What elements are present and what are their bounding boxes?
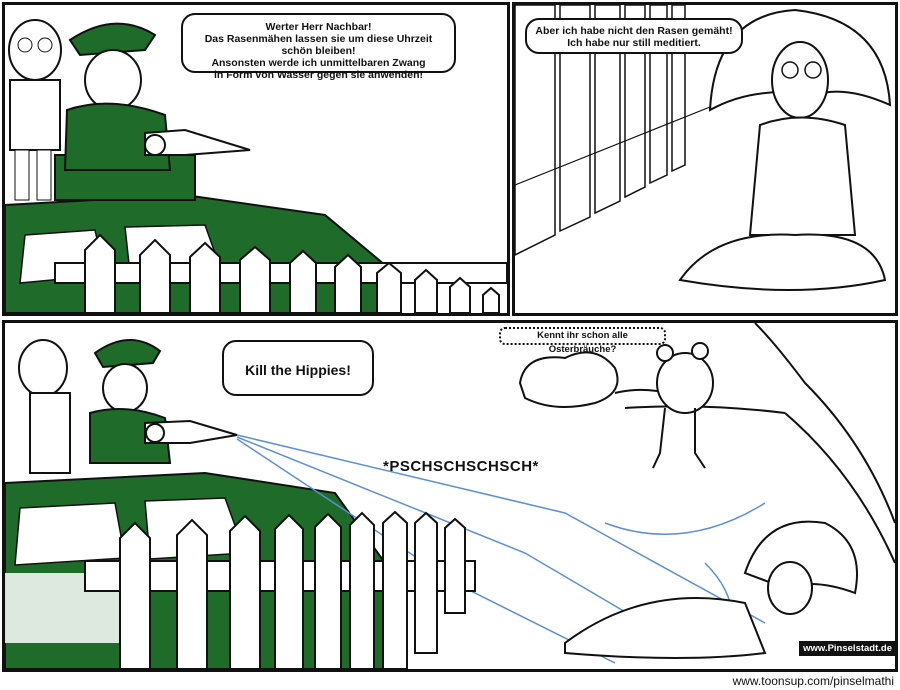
speech-bubble-policeman: Werter Herr Nachbar! Das Rasenmähen lass… <box>181 13 456 81</box>
speech-line: Aber ich habe nicht den Rasen gemäht! <box>535 25 733 37</box>
panel-1-art <box>5 19 507 313</box>
artist-url: www.toonsup.com/pinselmathi <box>732 674 894 688</box>
bush <box>518 351 619 408</box>
speech-line: Ansonsten werde ich unmittelbaren Zwang <box>211 57 426 69</box>
speech-line: Das Rasenmähen lassen sie um diese Uhrze… <box>204 33 433 57</box>
speech-line: Ich habe nur still meditiert. <box>567 37 701 49</box>
police-cap-icon <box>93 339 162 369</box>
speech-line: Werter Herr Nachbar! <box>265 21 372 33</box>
speech-line: in Form von Wasser gegen sie anwenden! <box>213 69 424 81</box>
speech-bubble-hippie: Aber ich habe nicht den Rasen gemäht! Ic… <box>525 18 743 54</box>
frog <box>652 342 714 469</box>
fence-icon <box>54 233 507 313</box>
police-cap-icon <box>68 22 157 57</box>
sound-effect-text: *PSCHSCHSCHSCH* <box>383 458 539 475</box>
tree <box>614 323 895 564</box>
fence-icon <box>84 510 476 669</box>
speech-bubble-frog: Kennt ihr schon alle Osterbräuche? <box>499 327 666 355</box>
comic-panel-3: Kill the Hippies! Kennt ihr schon alle O… <box>2 320 898 672</box>
panel-2-art <box>515 5 892 291</box>
speech-bubble-policeman: Kill the Hippies! <box>222 340 374 396</box>
comic-panel-1: Werter Herr Nachbar! Das Rasenmähen lass… <box>2 2 510 316</box>
panel-3-art <box>5 323 895 669</box>
comic-panel-2: Aber ich habe nicht den Rasen gemäht! Ic… <box>512 2 898 316</box>
site-credit: www.Pinselstadt.de <box>799 641 896 656</box>
